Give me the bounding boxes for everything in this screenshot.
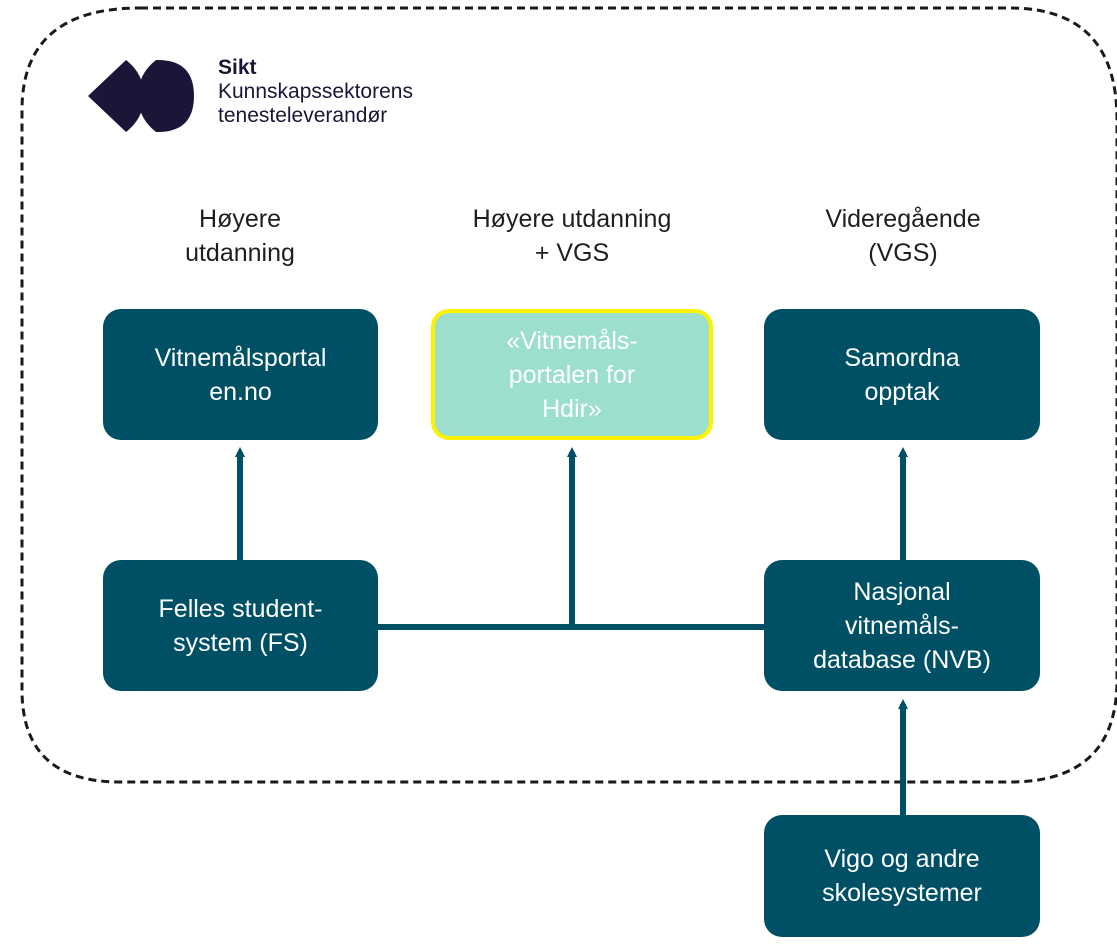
sikt-logo-icon	[88, 60, 194, 132]
column-heading-vgs: Videregående (VGS)	[825, 205, 981, 267]
column-heading-higher-education-vgs: Høyere utdanning + VGS	[472, 205, 672, 267]
column-heading-higher-education: Høyere utdanning	[185, 205, 295, 267]
node-felles-studentsystem: Felles student- system (FS)	[103, 560, 378, 691]
brand-name: Sikt	[218, 56, 257, 79]
node-hdir-portal: «Vitnemåls- portalen for Hdir»	[431, 309, 713, 440]
system-boundary	[20, 6, 1117, 784]
node-samordna-opptak: Samordna opptak	[764, 309, 1040, 440]
node-vitnemalsportalen: Vitnemålsportal en.no	[103, 309, 378, 440]
brand-tagline-line2: tenesteleverandør	[218, 104, 388, 127]
node-nasjonal-vitnemalsdatabase: Nasjonal vitnemåls- database (NVB)	[764, 560, 1040, 691]
node-vigo-skolesystemer: Vigo og andre skolesystemer	[764, 815, 1040, 937]
brand-tagline-line1: Kunnskapssektorens	[218, 80, 413, 103]
brand-text: Sikt Kunnskapssektorens tenesteleverandø…	[218, 56, 413, 128]
